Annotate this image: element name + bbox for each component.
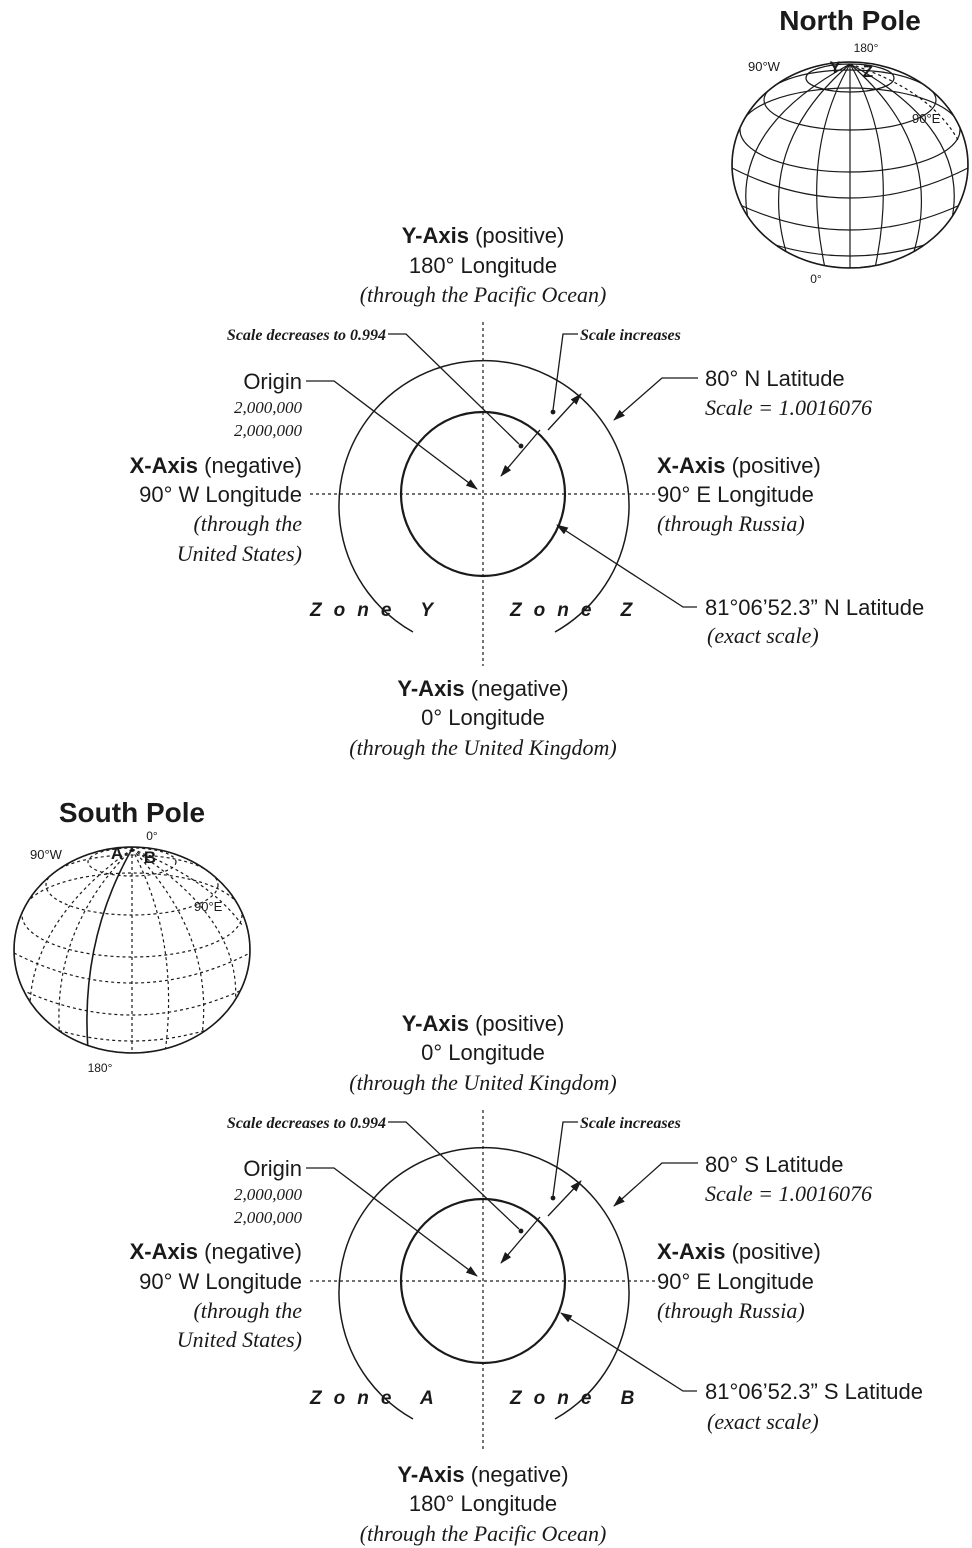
north-globe-label-90w: 90°W [748, 59, 781, 74]
north-scale-increases: Scale increases [580, 327, 681, 344]
south-origin-value-1: 2,000,000 [234, 1185, 303, 1204]
south-exact-lat-note: (exact scale) [707, 1409, 819, 1434]
north-y-pos-longitude: 180° Longitude [409, 253, 557, 278]
north-x-neg-through-2: United States) [177, 541, 302, 566]
south-y-neg-title: Y-Axis (negative) [397, 1462, 568, 1487]
south-pole-title: South Pole [59, 797, 205, 828]
north-outer-lat-scale: Scale = 1.0016076 [705, 395, 872, 420]
north-x-pos-title: X-Axis (positive) [657, 453, 821, 478]
south-globe-zone-b: B [144, 848, 156, 867]
north-y-pos-title: Y-Axis (positive) [402, 223, 565, 248]
south-origin-label: Origin [243, 1156, 302, 1181]
south-origin-value-2: 2,000,000 [234, 1208, 303, 1227]
south-scale-decreases: Scale decreases to 0.994 [227, 1115, 386, 1132]
south-globe-label-0: 0° [146, 829, 158, 843]
south-outer-circle [338, 1146, 630, 1420]
north-projection-diagram [306, 322, 698, 666]
north-zone-right: Zone Z [509, 600, 644, 621]
south-y-pos-longitude: 0° Longitude [421, 1040, 545, 1065]
north-y-neg-through: (through the United Kingdom) [349, 735, 616, 760]
south-y-neg-through: (through the Pacific Ocean) [360, 1521, 607, 1546]
south-exact-lat-label: 81°06’52.3” S Latitude [705, 1379, 923, 1404]
south-outer-lat-scale: Scale = 1.0016076 [705, 1181, 872, 1206]
north-outer-circle [338, 359, 630, 633]
north-x-neg-through-1: (through the [193, 511, 302, 536]
north-zone-left: Zone Y [309, 600, 445, 621]
south-scale-increases: Scale increases [580, 1115, 681, 1132]
north-globe-label-180: 180° [854, 41, 879, 55]
north-scale-decreases: Scale decreases to 0.994 [227, 327, 386, 344]
south-x-neg-through-2: United States) [177, 1327, 302, 1352]
north-pole-globe [731, 61, 969, 269]
north-y-neg-longitude: 0° Longitude [421, 705, 545, 730]
south-y-pos-through: (through the United Kingdom) [349, 1070, 616, 1095]
south-x-neg-longitude: 90° W Longitude [139, 1269, 302, 1294]
south-projection-diagram [306, 1110, 698, 1452]
south-globe-zone-a: A [111, 844, 123, 863]
south-x-pos-title: X-Axis (positive) [657, 1239, 821, 1264]
north-x-neg-title: X-Axis (negative) [130, 453, 302, 478]
north-outer-lat-label: 80° N Latitude [705, 366, 845, 391]
north-x-pos-longitude: 90° E Longitude [657, 482, 814, 507]
south-globe-label-180: 180° [88, 1061, 113, 1075]
north-y-pos-through: (through the Pacific Ocean) [360, 282, 607, 307]
north-exact-lat-note: (exact scale) [707, 623, 819, 648]
north-globe-zone-z: Z [863, 62, 873, 81]
north-y-neg-title: Y-Axis (negative) [397, 676, 568, 701]
north-origin-label: Origin [243, 369, 302, 394]
north-origin-value-1: 2,000,000 [234, 398, 303, 417]
north-globe-zone-y: Y [829, 58, 841, 77]
north-exact-lat-label: 81°06’52.3” N Latitude [705, 595, 924, 620]
south-pole-globe [13, 846, 251, 1054]
north-x-neg-longitude: 90° W Longitude [139, 482, 302, 507]
north-pole-title: North Pole [779, 5, 921, 36]
south-outer-lat-label: 80° S Latitude [705, 1152, 843, 1177]
south-y-neg-longitude: 180° Longitude [409, 1491, 557, 1516]
south-x-neg-through-1: (through the [193, 1298, 302, 1323]
north-origin-value-2: 2,000,000 [234, 421, 303, 440]
north-globe-label-90e: 90°E [912, 111, 941, 126]
south-x-neg-title: X-Axis (negative) [130, 1239, 302, 1264]
south-globe-label-90e: 90°E [194, 899, 223, 914]
south-x-pos-through: (through Russia) [657, 1298, 805, 1323]
south-x-pos-longitude: 90° E Longitude [657, 1269, 814, 1294]
south-globe-label-90w: 90°W [30, 847, 63, 862]
south-zone-right: Zone B [509, 1388, 646, 1409]
north-globe-label-0: 0° [810, 272, 822, 286]
north-x-pos-through: (through Russia) [657, 511, 805, 536]
north-exact-scale-circle [399, 410, 567, 578]
south-zone-left: Zone A [309, 1388, 446, 1409]
south-y-pos-title: Y-Axis (positive) [402, 1011, 565, 1036]
south-exact-scale-circle [399, 1197, 567, 1365]
